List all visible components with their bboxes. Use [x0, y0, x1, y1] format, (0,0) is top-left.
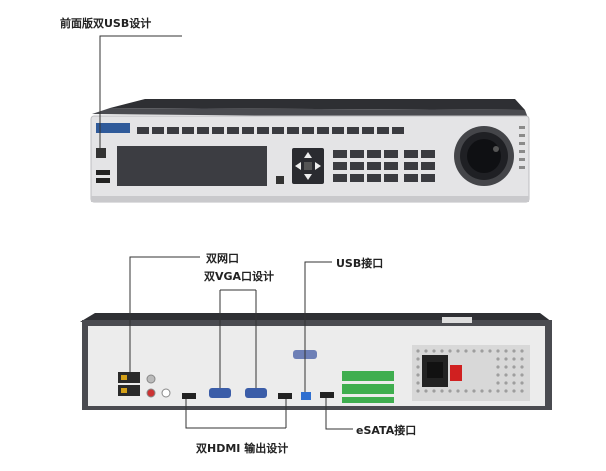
front-top-button-row [137, 127, 404, 134]
dual-hdmi-label: 双HDMI 输出设计 [196, 442, 289, 455]
esata-port [320, 392, 334, 398]
lan-ports [118, 372, 140, 396]
usb-port-label: USB接口 [336, 257, 384, 270]
hdmi-port-1 [182, 393, 196, 399]
rear-usb-port [301, 392, 311, 400]
dual-lan-label: 双网口 [206, 252, 239, 265]
esata-port-label: eSATA接口 [356, 424, 417, 437]
rear-nvr-device [80, 313, 552, 410]
power-switch [450, 365, 462, 381]
brand-plate [96, 123, 130, 133]
power-button [96, 148, 106, 158]
callout-lines [99, 35, 353, 430]
dual-vga-label: 双VGA口设计 [204, 270, 275, 283]
front-usb-label: 前面版双USB设计 [60, 17, 152, 30]
front-usb-ports [96, 170, 110, 183]
status-leds [519, 126, 525, 169]
vga-ports [209, 388, 267, 398]
navigation-pad [292, 148, 324, 184]
front-display-window [117, 146, 267, 186]
front-nvr-device [90, 99, 530, 203]
jog-dial [454, 126, 514, 186]
hdmi-port-2 [278, 393, 292, 399]
power-inlet [422, 355, 448, 387]
alarm-terminal-blocks [342, 371, 394, 403]
function-keys [333, 150, 435, 182]
ventilation-holes [416, 349, 524, 393]
audio-jacks [146, 374, 171, 398]
